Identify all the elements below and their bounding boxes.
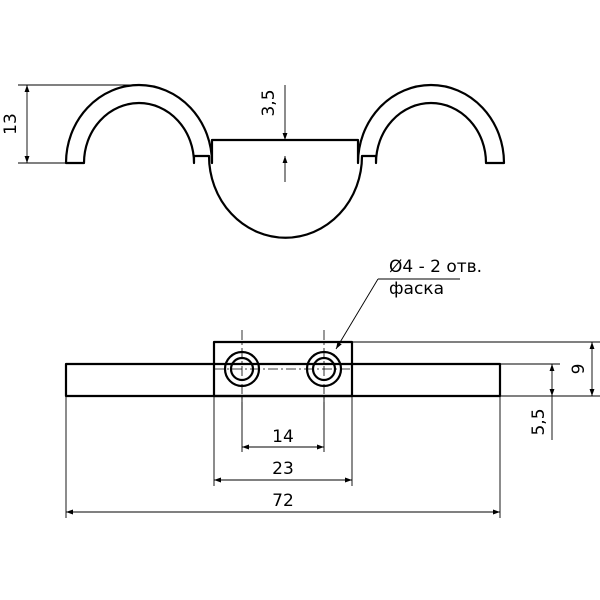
dimension-hole-spacing-label: 14 (272, 427, 294, 447)
dimension-block-height-9: 9 (569, 342, 595, 396)
dimension-block-width-23: 23 (214, 459, 352, 483)
centerlines (214, 330, 352, 410)
dimension-height-label: 13 (1, 113, 21, 135)
dimension-thickness-3-5: 3,5 (259, 85, 288, 182)
front-view: Ø4 - 2 отв. фаска 14 23 72 (64, 257, 600, 518)
dimension-block-height-label: 9 (569, 364, 589, 375)
hole-note-text: Ø4 - 2 отв. (389, 257, 482, 277)
dimension-strip-height-5-5: 5,5 (529, 364, 555, 440)
clamp-profile-outline (64, 83, 506, 239)
dimension-thickness-label: 3,5 (259, 89, 279, 116)
dimension-hole-spacing-14: 14 (242, 427, 324, 450)
dimension-height-13: 13 (1, 84, 138, 164)
dimension-strip-height-label: 5,5 (529, 408, 549, 435)
dimension-overall-length-72: 72 (66, 491, 500, 515)
top-view: 13 3,5 (1, 83, 506, 239)
dimension-block-width-label: 23 (272, 459, 294, 479)
hole-note: Ø4 - 2 отв. фаска (335, 257, 482, 350)
chamfer-note-text: фаска (389, 279, 444, 299)
dimension-overall-length-label: 72 (272, 491, 294, 511)
